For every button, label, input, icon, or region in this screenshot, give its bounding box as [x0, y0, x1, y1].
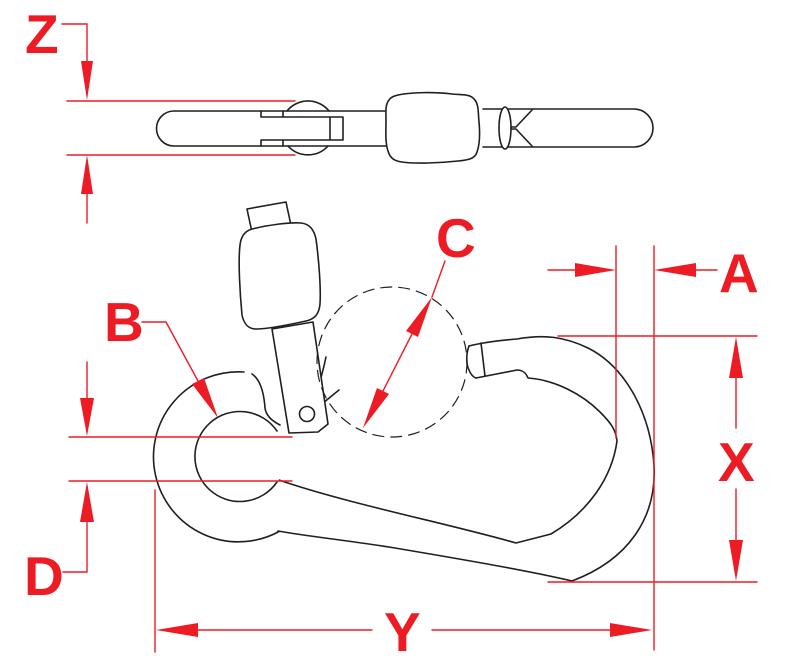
swivel-nut-main-view: [238, 222, 322, 330]
dimension-b-leader: [141, 321, 199, 382]
arrow-z-up: [81, 155, 93, 194]
hook-nose-notch: [480, 342, 486, 377]
top-view: [155, 91, 654, 164]
swivel-chamfer-lines: [510, 109, 533, 147]
arrow-a-left: [654, 263, 696, 277]
dashed-reference-circle: [316, 286, 468, 438]
gate-rivet-hole: [298, 405, 316, 423]
gate-slot-lines: [260, 110, 344, 147]
dim-label-b: B: [104, 291, 144, 353]
dimension-c-lines: [382, 260, 446, 392]
swivel-rod: [482, 108, 654, 148]
dimension-y-lines: [154, 489, 612, 653]
swivel-joint-ellipse: [498, 106, 512, 150]
black-linework: [152, 91, 655, 582]
hook-nose-face: [465, 345, 477, 379]
rivet-boss-arc-top: [286, 100, 330, 112]
dimension-a-lines: [547, 245, 718, 651]
arrow-z-down: [81, 61, 93, 100]
arrow-a-right: [575, 263, 616, 277]
eye-inner-fill: [195, 412, 285, 502]
hook-body-fill: [278, 336, 655, 581]
arrow-x-up: [729, 337, 743, 378]
arrow-x-down: [729, 540, 743, 581]
eye-saddle-edge: [251, 373, 281, 426]
dimension-lines: [61, 23, 758, 653]
top-view-body-bar: [155, 110, 393, 147]
dimension-d-lines: [62, 361, 293, 573]
arrow-c-southwest: [363, 388, 389, 428]
rivet-boss-arc-bottom: [287, 145, 329, 156]
dimension-labels: Z B D C A X Y: [24, 3, 759, 663]
gate-shaft: [271, 321, 329, 434]
dim-label-a: A: [719, 242, 759, 304]
dimension-z-lines: [61, 23, 296, 224]
hook-inner-edge: [278, 369, 618, 544]
arrow-b: [192, 378, 218, 418]
main-view: [152, 201, 655, 582]
hook-outer-edge: [277, 335, 655, 582]
swivel-nut-top-view: [385, 91, 481, 164]
arrow-d-up: [80, 482, 94, 522]
arrow-d-down: [80, 398, 94, 436]
eye-inner-arc: [194, 410, 278, 503]
arrow-y-left: [156, 623, 198, 637]
dimension-x-lines: [547, 335, 758, 583]
dim-label-y: Y: [384, 601, 421, 663]
dim-label-x: X: [718, 431, 755, 493]
dim-label-d: D: [24, 545, 64, 607]
dim-label-c: C: [436, 207, 476, 269]
arrow-c-northeast: [406, 297, 432, 337]
arrow-y-right: [610, 623, 652, 637]
dimension-arrowheads: [80, 61, 743, 637]
dim-label-z: Z: [25, 3, 59, 65]
